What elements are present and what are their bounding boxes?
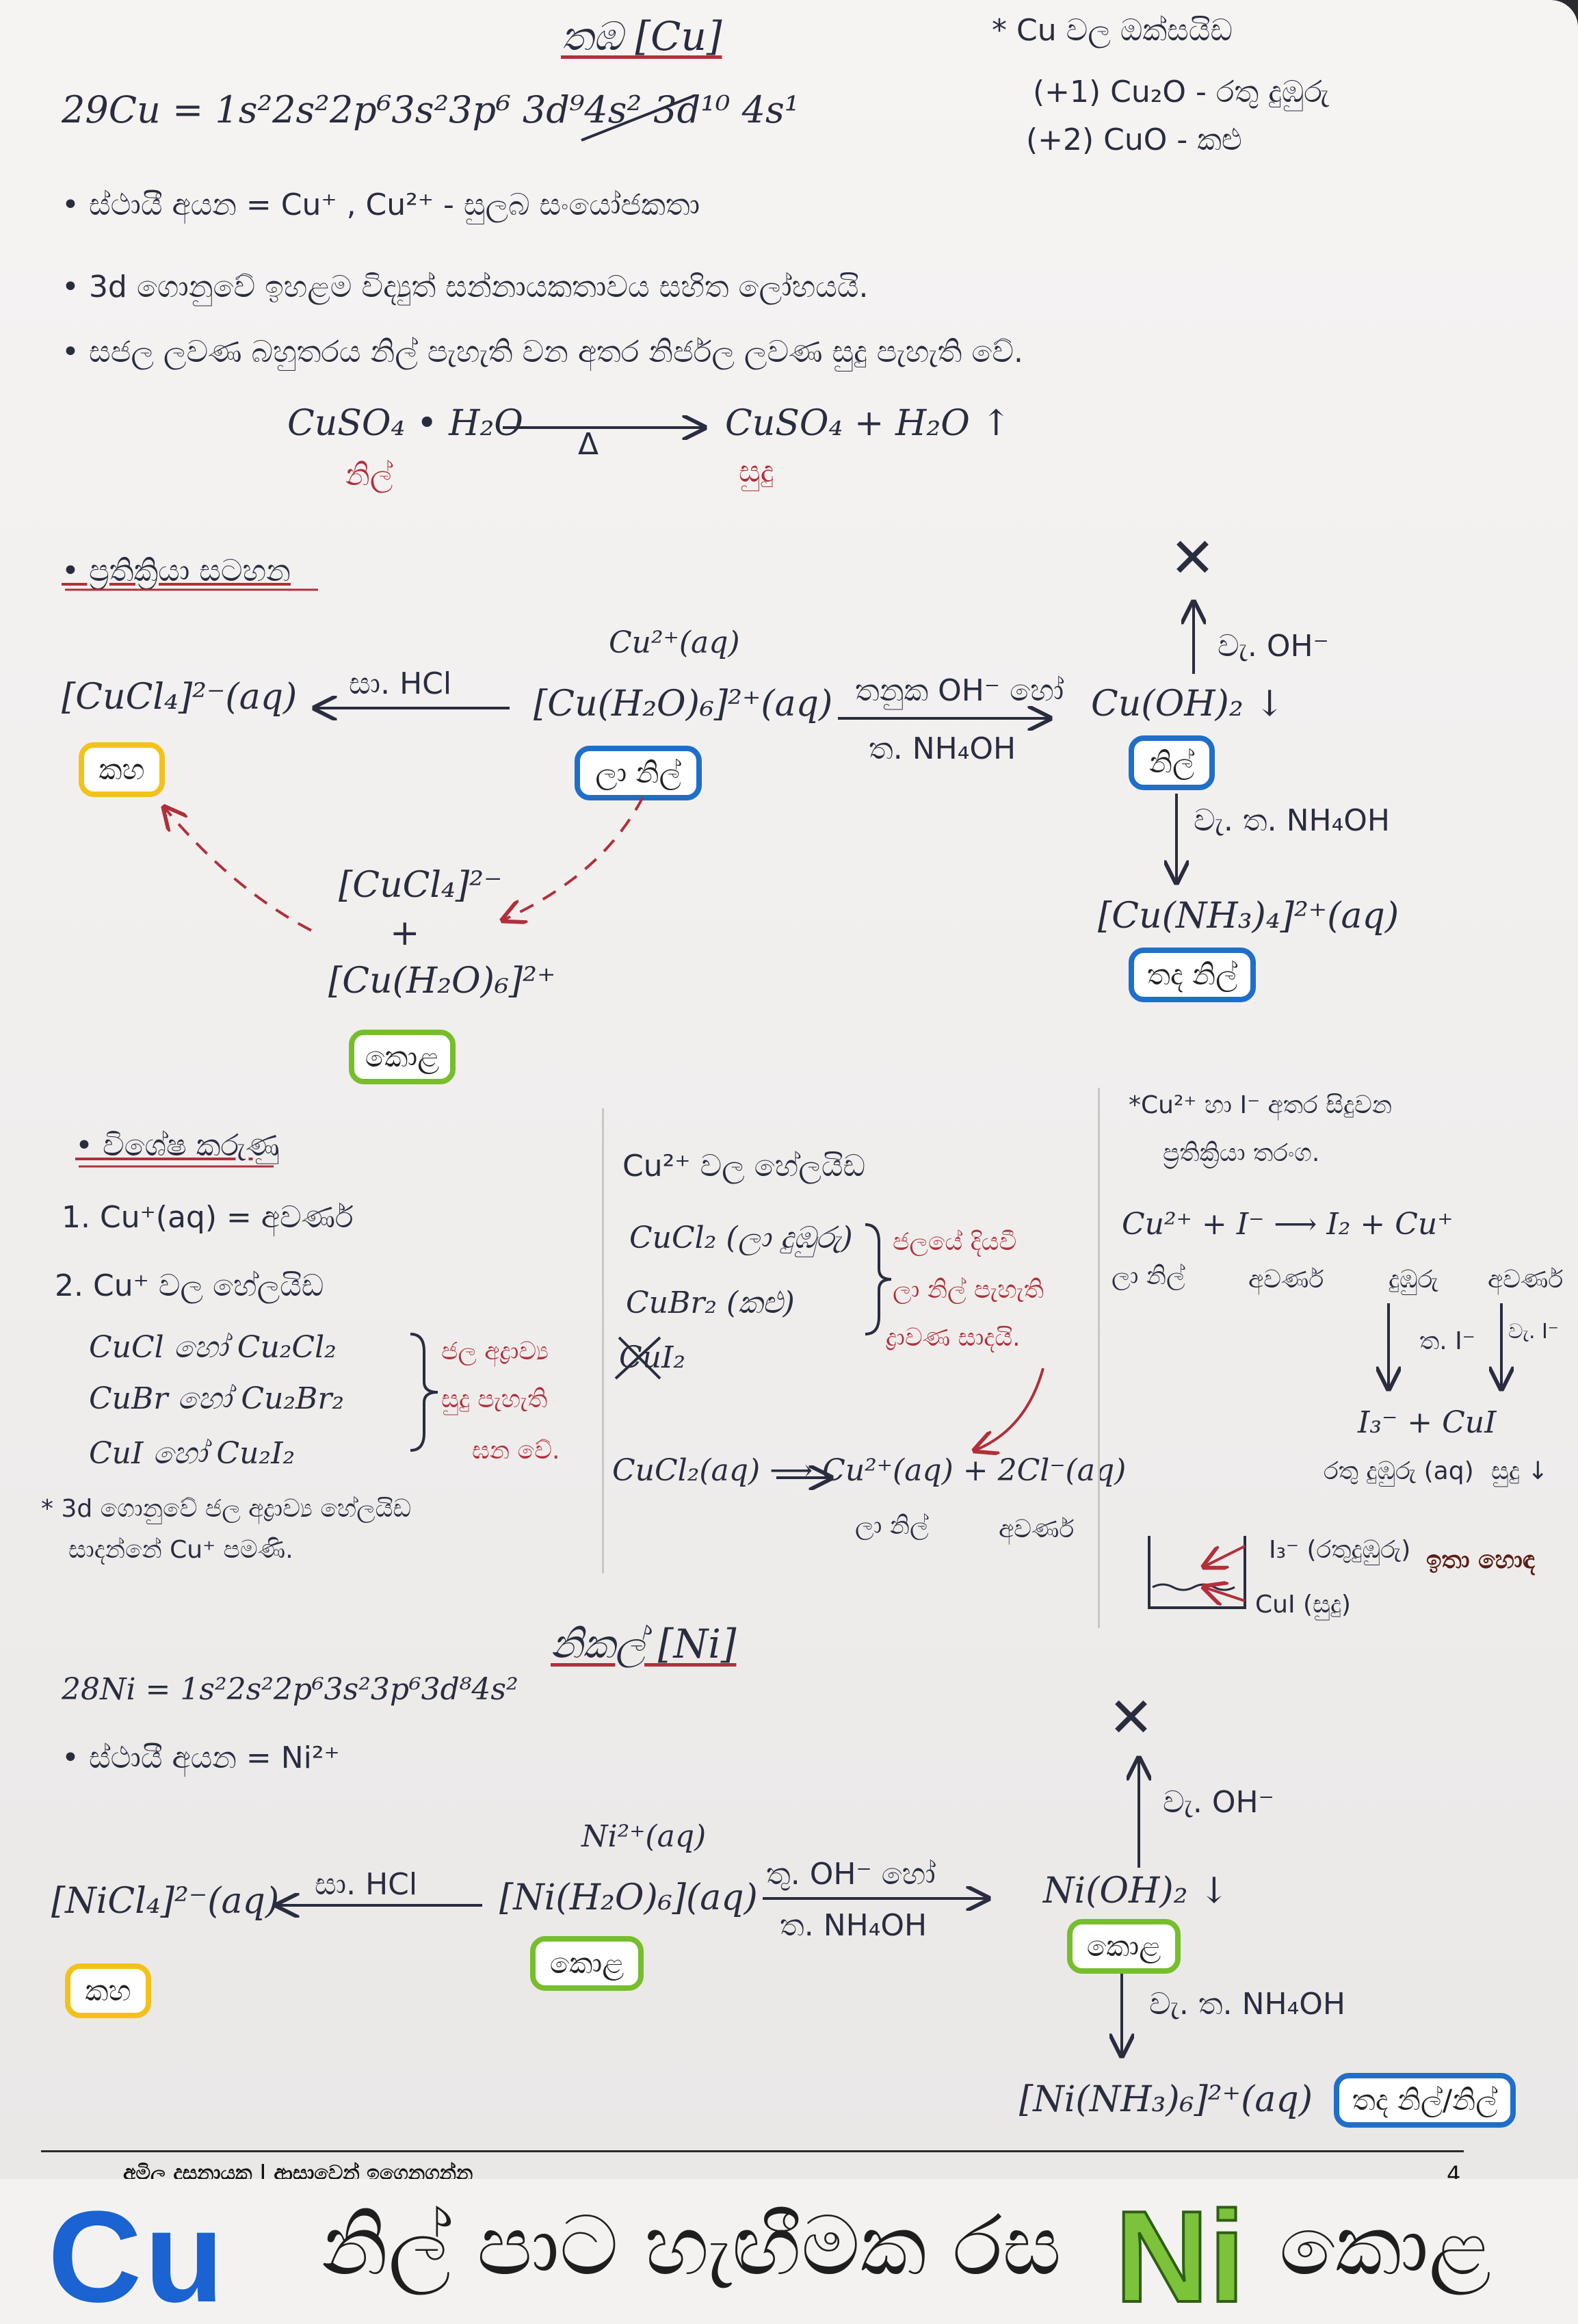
special-note-a: * 3d ගොනුවේ ජල අද්‍රාව්‍ය හේලයිඩ — [41, 1495, 412, 1523]
cu-aqua-color-tag: ලා නිල් — [575, 746, 702, 800]
cu-right-reagent-top: තනුක OH⁻ හෝ — [855, 673, 1064, 708]
cu1-halide-note-1: ජල අද්‍රාව්‍ය — [441, 1337, 549, 1366]
cu2-halide-1: CuCl₂ (ලා දුඹුරු) — [629, 1220, 853, 1255]
beaker-label-1: I₃⁻ (රතුදුඹුරු) — [1269, 1536, 1411, 1564]
ni-up-cross-mark: ✕ — [1108, 1686, 1155, 1749]
cu-mix-color-tag: කොළ — [349, 1030, 456, 1084]
iodide-products: I₃⁻ + CuI — [1358, 1405, 1497, 1440]
ni-aqua-complex: [Ni(H₂O)₆](aq) — [499, 1877, 758, 1918]
ni-chloro-complex: [NiCl₄]²⁻(aq) — [51, 1881, 280, 1922]
copper-title: තඹ [Cu] — [561, 13, 722, 60]
cu2-dissociation-label-b: අවර්ණ — [999, 1515, 1075, 1543]
cu2-halide-note-1: ජලයේ දියවී — [893, 1228, 1017, 1256]
copper-note-crystals: • සජල ලවණ බහුතරය නිල් පැහැති වන අතර නිර්… — [62, 335, 1023, 369]
oxide-plus2: (+2) CuO - කළු — [1026, 122, 1242, 157]
cu2-halide-2: CuBr₂ (කළු) — [626, 1285, 795, 1320]
special-line-1: 1. Cu⁺(aq) = අවර්ණ — [62, 1200, 354, 1235]
footer-ni-word: කොළ — [1279, 2199, 1492, 2294]
cu-ammine-color-tag: තද නිල් — [1129, 948, 1256, 1002]
iodide-equation: Cu²⁺ + I⁻ ⟶ I₂ + Cu⁺ — [1122, 1207, 1454, 1242]
ni-center-ion: Ni²⁺(aq) — [581, 1819, 707, 1854]
nickel-stable-ions: • ස්ථායී අයන = Ni²⁺ — [62, 1740, 340, 1775]
cu-up-reagent: වැ. OH⁻ — [1218, 629, 1329, 664]
column-divider-left — [602, 1108, 604, 1574]
cu1-halide-2: CuBr හෝ Cu₂Br₂ — [89, 1381, 345, 1416]
special-note-b: සාදන්නේ Cu⁺ පමණි. — [68, 1536, 293, 1564]
beaker-label-2: CuI (සුදු) — [1255, 1591, 1351, 1619]
cu-mix-plus: + — [390, 913, 420, 954]
ni-right-reagent-top: තු. OH⁻ හෝ — [766, 1857, 936, 1892]
dehydration-reactant: CuSO₄ • H₂O — [287, 403, 523, 444]
special-line-2: 2. Cu⁺ වල හේලයිඩ — [55, 1268, 324, 1303]
cu2-halide-note-3: ද්‍රාවණ සාදයි. — [886, 1324, 1021, 1352]
copper-config: 29Cu = 1s²2s²2p⁶3s²3p⁶ 3d⁹4s² 3d¹⁰ 4s¹ — [62, 88, 800, 131]
footer-middle-text: නිල් පාට හැඟීමක රස — [321, 2199, 1062, 2294]
cu-hydroxide: Cu(OH)₂ ↓ — [1091, 683, 1285, 724]
iodide-color-1: ලා නිල් — [1112, 1262, 1185, 1290]
cu-left-reagent: සා. HCl — [349, 666, 452, 701]
ni-hydroxide-color-tag: කොළ — [1067, 1919, 1181, 1974]
copper-stable-ions: • ස්ථායී අයන = Cu⁺ , Cu²⁺ - සුලබ සංයෝජකත… — [62, 187, 700, 222]
ni-right-reagent-bottom: ත. NH₄OH — [780, 1908, 928, 1943]
iodide-color-3: දුඹුරු — [1389, 1266, 1438, 1294]
cu-ammine-complex: [Cu(NH₃)₄]²⁺(aq) — [1098, 896, 1399, 937]
iodide-reagent-1: ත. I⁻ — [1419, 1327, 1475, 1355]
cu-mix-chloro: [CuCl₄]²⁻ — [339, 865, 503, 906]
footer-banner — [0, 2179, 1578, 2324]
dehydration-product: CuSO₄ + H₂O ↑ — [725, 403, 1011, 444]
reaction-heading: • ප්‍රතික්‍රියා සටහන — [62, 553, 291, 588]
cu-right-reagent-bottom: ත. NH₄OH — [869, 731, 1016, 766]
ni-ammine-color-tag: තද නිල්/නිල් — [1334, 2073, 1516, 2128]
special-heading: • විශේෂ කරුණු — [75, 1128, 280, 1163]
oxide-plus1: (+1) Cu₂O - රතු දුඹුරු — [1033, 75, 1330, 109]
footer-rule — [41, 2150, 1464, 2152]
dehydration-product-color: සුදු — [739, 454, 774, 489]
ni-down-reagent: වැ. ත. NH₄OH — [1149, 1987, 1345, 2022]
cu1-halide-3: CuI හෝ Cu₂I₂ — [89, 1436, 295, 1471]
iodide-heading-a: *Cu²⁺ හා I⁻ අතර සිදුවන — [1129, 1091, 1393, 1119]
dehydration-reactant-color: නිල් — [345, 458, 393, 493]
iodide-color-2: අවර්ණ — [1248, 1266, 1324, 1294]
ni-left-reagent: සා. HCl — [315, 1867, 418, 1902]
ni-hydroxide: Ni(OH)₂ ↓ — [1043, 1870, 1229, 1911]
cu2-halide-note-2: ලා නිල් පැහැති — [893, 1276, 1044, 1304]
iodide-reagent-2: වැ. I⁻ — [1508, 1320, 1559, 1344]
beaker-note: ඉතා හොඳ — [1426, 1546, 1536, 1574]
ni-up-reagent: වැ. OH⁻ — [1163, 1785, 1274, 1820]
cu-hydroxide-color-tag: නිල් — [1129, 735, 1215, 790]
cu2-dissociation-label-a: ලා නිල් — [855, 1512, 929, 1540]
iodide-color-4: අවර්ණ — [1488, 1266, 1564, 1294]
cu1-halide-note-3: ඝන වේ. — [472, 1437, 560, 1465]
iodide-product-2: සුදු ↓ — [1491, 1457, 1549, 1485]
cu-mix-aqua: [Cu(H₂O)₆]²⁺ — [328, 961, 556, 1002]
oxides-heading: * Cu වල ඔක්සයිඩ — [992, 13, 1233, 48]
nickel-config: 28Ni = 1s²2s²2p⁶3s²3p⁶3d⁸4s² — [62, 1672, 518, 1707]
cu2-halide-heading: Cu²⁺ වල හේලයිඩ — [622, 1149, 866, 1184]
cu-chloro-complex: [CuCl₄]²⁻(aq) — [62, 677, 298, 718]
dehydration-condition: Δ — [578, 427, 599, 462]
cu-aqua-complex: [Cu(H₂O)₆]²⁺(aq) — [534, 683, 833, 724]
iodide-product-1: රතු දුඹුරු (aq) — [1324, 1457, 1474, 1485]
copper-note-3d: • 3d ගොනුවේ ඉහළම විද්‍යුත් සන්නායකතාවය ස… — [62, 270, 869, 304]
cu-chloro-color-tag: කහ — [79, 742, 165, 797]
cu1-halide-1: CuCl හෝ Cu₂Cl₂ — [89, 1330, 337, 1365]
nickel-title: නිකල් [Ni] — [551, 1621, 737, 1667]
footer-cu-label: Cu — [48, 2184, 227, 2324]
cu1-halide-note-2: සුදු පැහැති — [441, 1385, 548, 1413]
iodide-heading-b: ප්‍රතික්‍රියා තරංග. — [1163, 1139, 1320, 1167]
ni-aqua-color-tag: කොළ — [530, 1936, 644, 1991]
cu-center-ion: Cu²⁺(aq) — [609, 625, 740, 660]
cu-up-cross-mark: ✕ — [1170, 526, 1216, 590]
cu-down-reagent: වැ. ත. NH₄OH — [1194, 803, 1390, 838]
ni-ammine-complex: [Ni(NH₃)₆]²⁺(aq) — [1019, 2079, 1313, 2120]
footer-ni-label: Ni — [1114, 2183, 1246, 2324]
cu2-dissociation-equation: CuCl₂(aq) ⟶ Cu²⁺(aq) + 2Cl⁻(aq) — [612, 1453, 1127, 1488]
column-divider-right — [1098, 1088, 1100, 1628]
ni-chloro-color-tag: කහ — [65, 1963, 151, 2018]
